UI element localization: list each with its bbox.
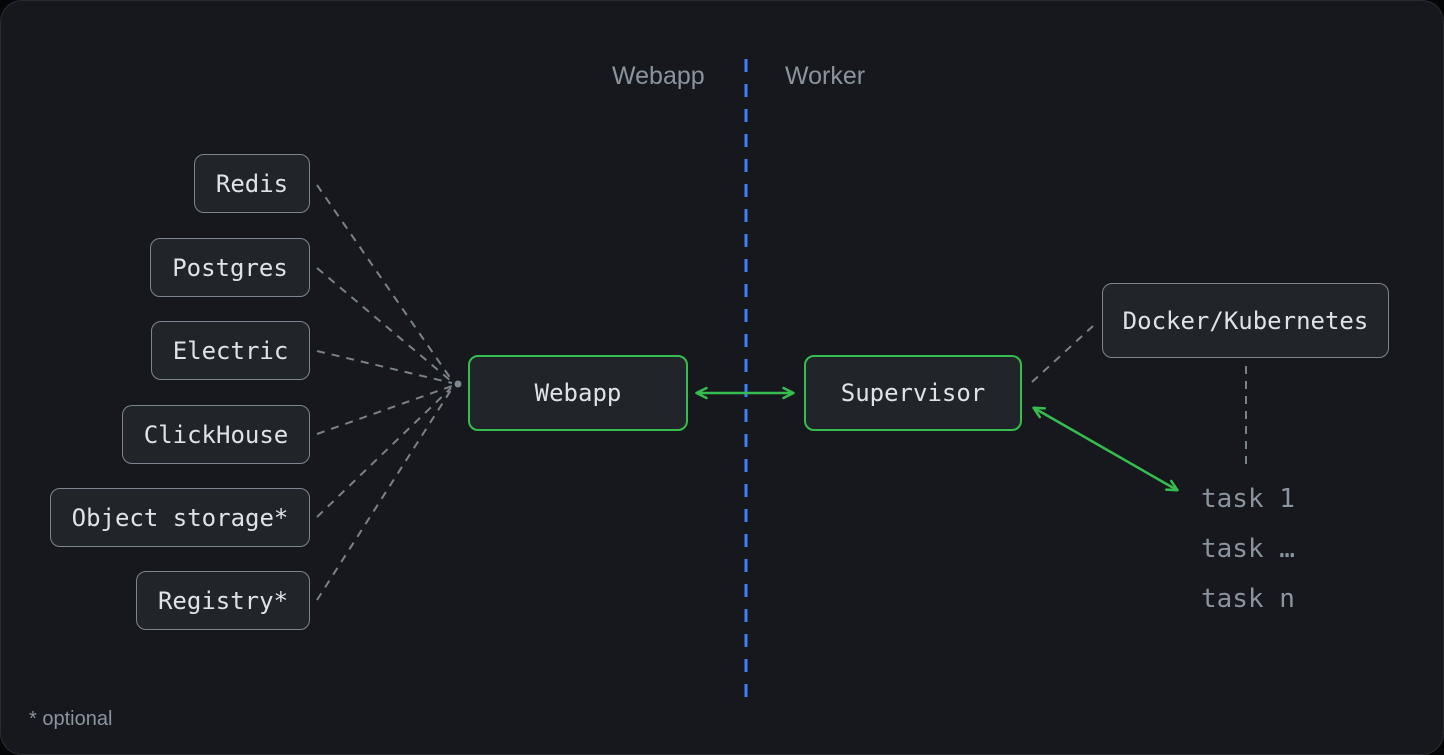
- edge-postgres-webapp: [316, 267, 452, 382]
- node-electric: Electric: [151, 321, 310, 380]
- node-clickhouse: ClickHouse: [122, 405, 310, 464]
- task-item-n: task n: [1201, 584, 1295, 614]
- edge-registry-webapp: [316, 389, 452, 601]
- footnote-optional: * optional: [29, 708, 113, 730]
- node-webapp: Webapp: [468, 355, 688, 431]
- edge-electric-webapp: [316, 350, 453, 384]
- section-label-webapp: Webapp: [612, 62, 705, 90]
- section-label-worker: Worker: [785, 62, 866, 90]
- node-redis: Redis: [194, 154, 310, 213]
- edge-clickhouse-webapp: [316, 385, 453, 435]
- task-item-ellipsis: task …: [1201, 534, 1295, 564]
- node-supervisor: Supervisor: [804, 355, 1022, 431]
- task-item-1: task 1: [1201, 484, 1295, 514]
- node-registry: Registry*: [136, 571, 310, 630]
- edge-redis-webapp: [316, 184, 452, 380]
- node-postgres: Postgres: [150, 238, 310, 297]
- edge-supervisor-docker: [1031, 325, 1094, 383]
- edge-objstorage-webapp: [316, 387, 452, 518]
- node-object-storage: Object storage*: [50, 488, 310, 547]
- edge-supervisor-tasks: [1032, 406, 1179, 492]
- node-docker-kubernetes: Docker/Kubernetes: [1102, 283, 1389, 358]
- fan-convergence-dot: [454, 380, 462, 388]
